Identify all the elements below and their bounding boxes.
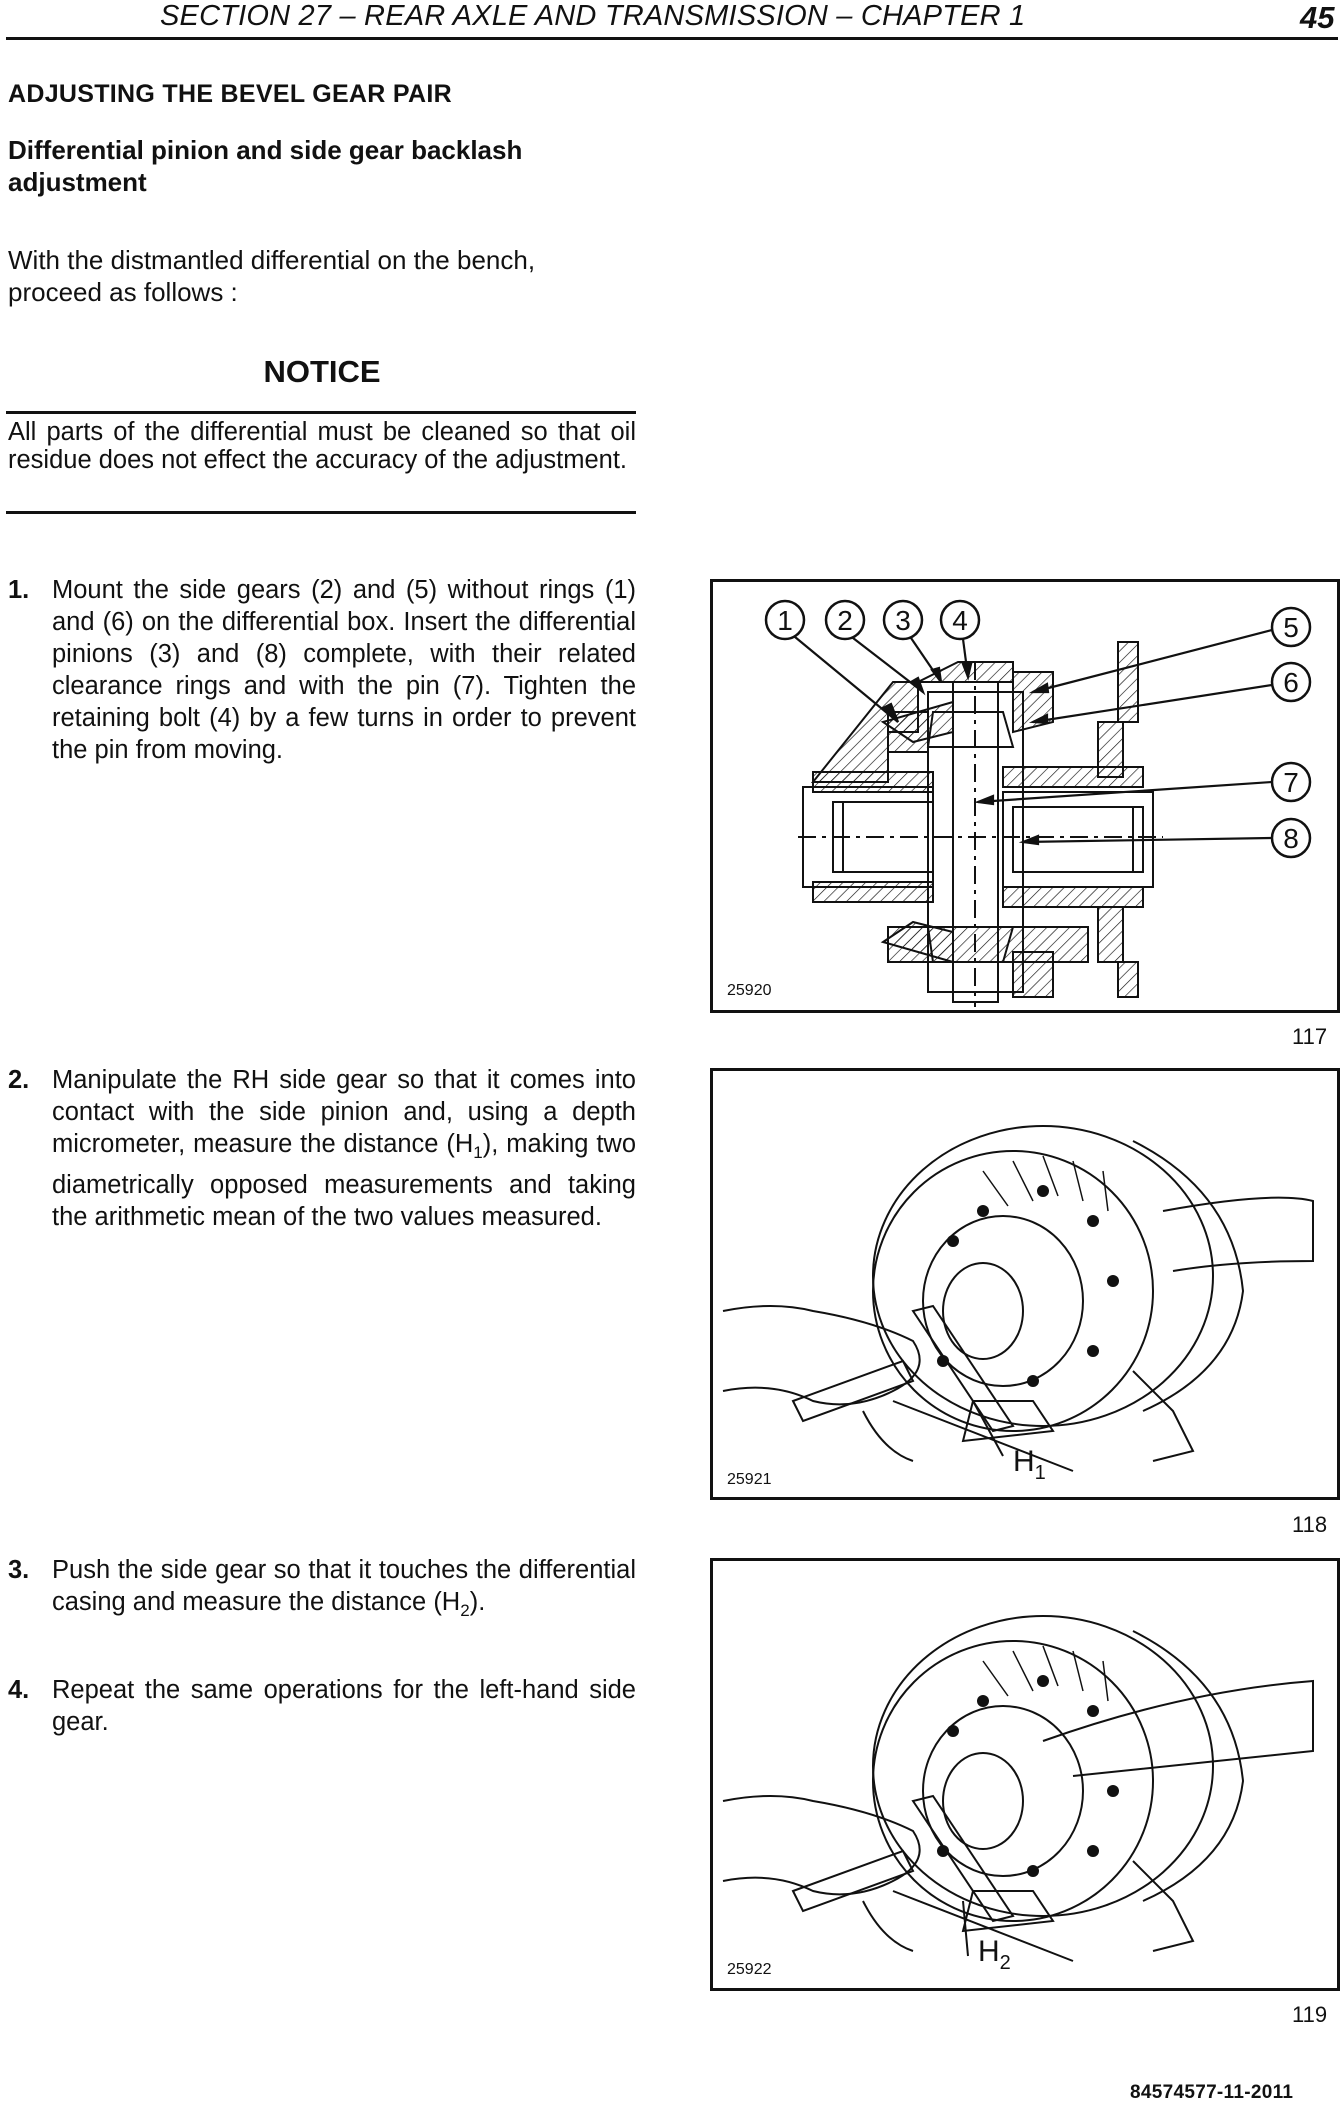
measurement-drawing-h1: H1	[722, 1125, 1314, 1484]
callout-7: 7	[1283, 767, 1299, 798]
step-text-part: ), making two diametrically opposed meas…	[52, 1130, 637, 1232]
notice-title: NOTICE	[263, 354, 381, 389]
dimension-label-h2: H2	[978, 1935, 1011, 1974]
figure-number: 119	[1292, 2002, 1328, 2027]
section-header-title: SECTION 27 – REAR AXLE AND TRANSMISSION …	[160, 0, 1026, 32]
step-number: 1.	[8, 576, 30, 604]
callout-3: 3	[895, 605, 911, 636]
step-number: 2.	[8, 1066, 30, 1094]
label-sub: 1	[1035, 1462, 1046, 1484]
footer-document-code: 84574577-11-2011	[1130, 2082, 1294, 2103]
step-1: 1. Mount the side gears (2) and (5) with…	[8, 574, 636, 766]
notice-rule-top	[6, 411, 636, 414]
notice-rule-bottom	[6, 511, 636, 514]
figure-number: 117	[1292, 1024, 1328, 1049]
label-main: H	[1013, 1445, 1035, 1478]
section-heading: ADJUSTING THE BEVEL GEAR PAIR	[8, 80, 452, 108]
figure-number: 118	[1292, 1512, 1328, 1537]
step-2: 2. Manipulate the RH side gear so that i…	[8, 1064, 636, 1233]
step-text: Manipulate the RH side gear so that it c…	[52, 1064, 636, 1233]
figure-measuring-h1: H1 25921	[710, 1068, 1340, 1500]
step-number: 4.	[8, 1676, 30, 1704]
differential-section-drawing: 1 2 3 4 5 6 7 8	[764, 599, 1312, 1007]
notice-text: All parts of the differential must be cl…	[8, 418, 636, 474]
callout-2: 2	[837, 605, 853, 636]
label-main: H	[978, 1935, 1000, 1968]
subscript: 1	[473, 1143, 483, 1163]
callout-1: 1	[777, 605, 793, 636]
measurement-drawing-h2: H2	[722, 1615, 1314, 1974]
figure-differential-cross-section: 1 2 3 4 5 6 7 8 25920	[710, 579, 1340, 1013]
step-text: Push the side gear so that it touches th…	[52, 1554, 636, 1627]
callout-4: 4	[952, 605, 968, 636]
step-4: 4. Repeat the same operations for the le…	[8, 1674, 636, 1738]
page-number: 45	[1300, 0, 1335, 35]
step-3: 3. Push the side gear so that it touches…	[8, 1554, 636, 1627]
step-text: Repeat the same operations for the left-…	[52, 1676, 636, 1736]
step-text-part: Manipulate the RH side gear so that it c…	[52, 1066, 636, 1158]
step-text-part: ).	[469, 1588, 486, 1616]
intro-paragraph: With the distmantled differential on the…	[8, 245, 536, 307]
sub-heading: Differential pinion and side gear backla…	[8, 135, 523, 197]
step-text-part: Push the side gear so that it touches th…	[52, 1556, 636, 1616]
figure-code: 25922	[727, 1961, 772, 1978]
subscript: 2	[460, 1601, 470, 1621]
dimension-label-h1: H1	[1013, 1445, 1046, 1484]
callout-5: 5	[1283, 612, 1299, 643]
figure-measuring-h2: H2 25922	[710, 1558, 1340, 1991]
header-rule	[6, 37, 1338, 40]
callout-8: 8	[1283, 823, 1299, 854]
callout-6: 6	[1283, 667, 1299, 698]
label-sub: 2	[1000, 1952, 1011, 1974]
step-text: Mount the side gears (2) and (5) without…	[52, 576, 636, 764]
step-number: 3.	[8, 1556, 30, 1584]
figure-code: 25920	[727, 982, 772, 999]
figure-code: 25921	[727, 1471, 772, 1488]
